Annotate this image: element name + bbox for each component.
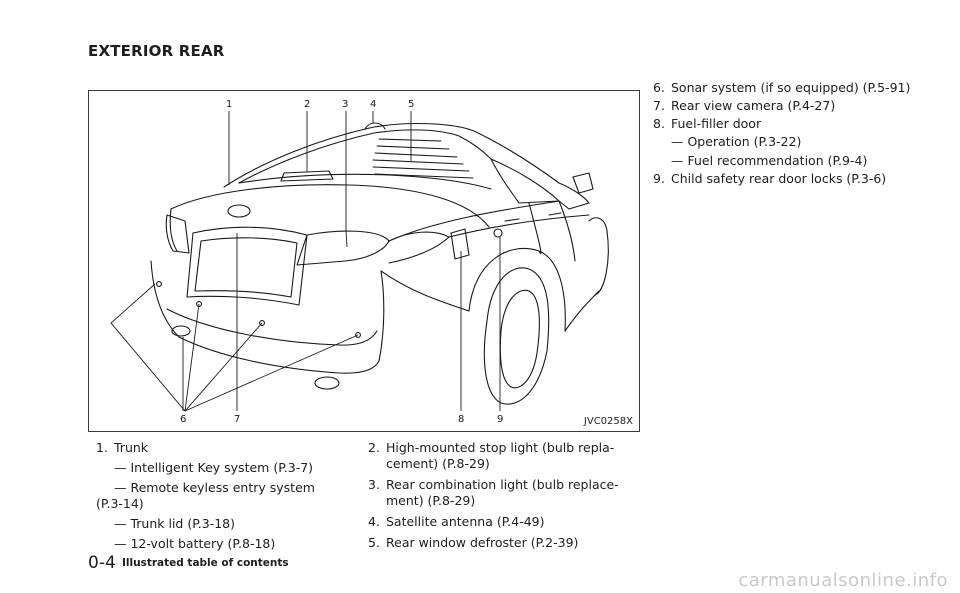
callout-5: 5 — [408, 99, 414, 110]
list-subitem: — Fuel recommendation (P.9-4) — [671, 153, 868, 168]
section-title: EXTERIOR REAR — [88, 42, 225, 60]
watermark: carmanualsonline.info — [738, 570, 948, 591]
list-item: 3.Rear combination light (bulb replace- … — [368, 477, 619, 508]
list-subitem: — Intelligent Key system (P.3-7) — [114, 460, 314, 475]
footer-title: Illustrated table of contents — [122, 557, 289, 569]
callout-4: 4 — [370, 99, 376, 110]
callout-2: 2 — [304, 99, 310, 110]
list-item: 4.Satellite antenna (P.4-49) — [368, 514, 545, 529]
list-item: 1.Trunk — [96, 440, 149, 455]
list-item: 6.Sonar system (if so equipped) (P.5-91) — [653, 80, 911, 95]
vehicle-illustration: 1 2 3 4 5 6 7 8 9 JVC0258X — [88, 90, 640, 432]
item-list-middle: 2.High-mounted stop light (bulb repla- c… — [368, 440, 640, 551]
list-item: 5.Rear window defroster (P.2-39) — [368, 535, 579, 550]
list-subitem: — Trunk lid (P.3-18) — [114, 516, 236, 531]
list-item: 8.Fuel-filler door — [653, 116, 762, 131]
item-list-right: 6.Sonar system (if so equipped) (P.5-91)… — [653, 80, 948, 187]
list-subitem: — 12-volt battery (P.8-18) — [114, 536, 276, 551]
callout-7: 7 — [234, 414, 240, 425]
list-subitem: — Remote keyless entry system — [114, 480, 315, 495]
callout-6: 6 — [180, 414, 186, 425]
page-number: 0-4 — [88, 553, 116, 573]
list-subitem: — Operation (P.3-22) — [671, 134, 802, 149]
list-subitem-cont: (P.3-14) — [96, 496, 144, 511]
item-list-left: 1.Trunk — Intelligent Key system (P.3-7)… — [96, 440, 346, 552]
list-item: 2.High-mounted stop light (bulb repla- c… — [368, 440, 615, 471]
callout-1: 1 — [226, 99, 232, 110]
car-rear-drawing: 1 2 3 4 5 6 7 8 9 — [110, 99, 609, 425]
callout-3: 3 — [342, 99, 348, 110]
figure-code: JVC0258X — [583, 416, 633, 427]
list-item: 7.Rear view camera (P.4-27) — [653, 98, 836, 113]
callout-8: 8 — [458, 414, 464, 425]
list-item: 9.Child safety rear door locks (P.3-6) — [653, 171, 887, 186]
callout-9: 9 — [497, 414, 503, 425]
